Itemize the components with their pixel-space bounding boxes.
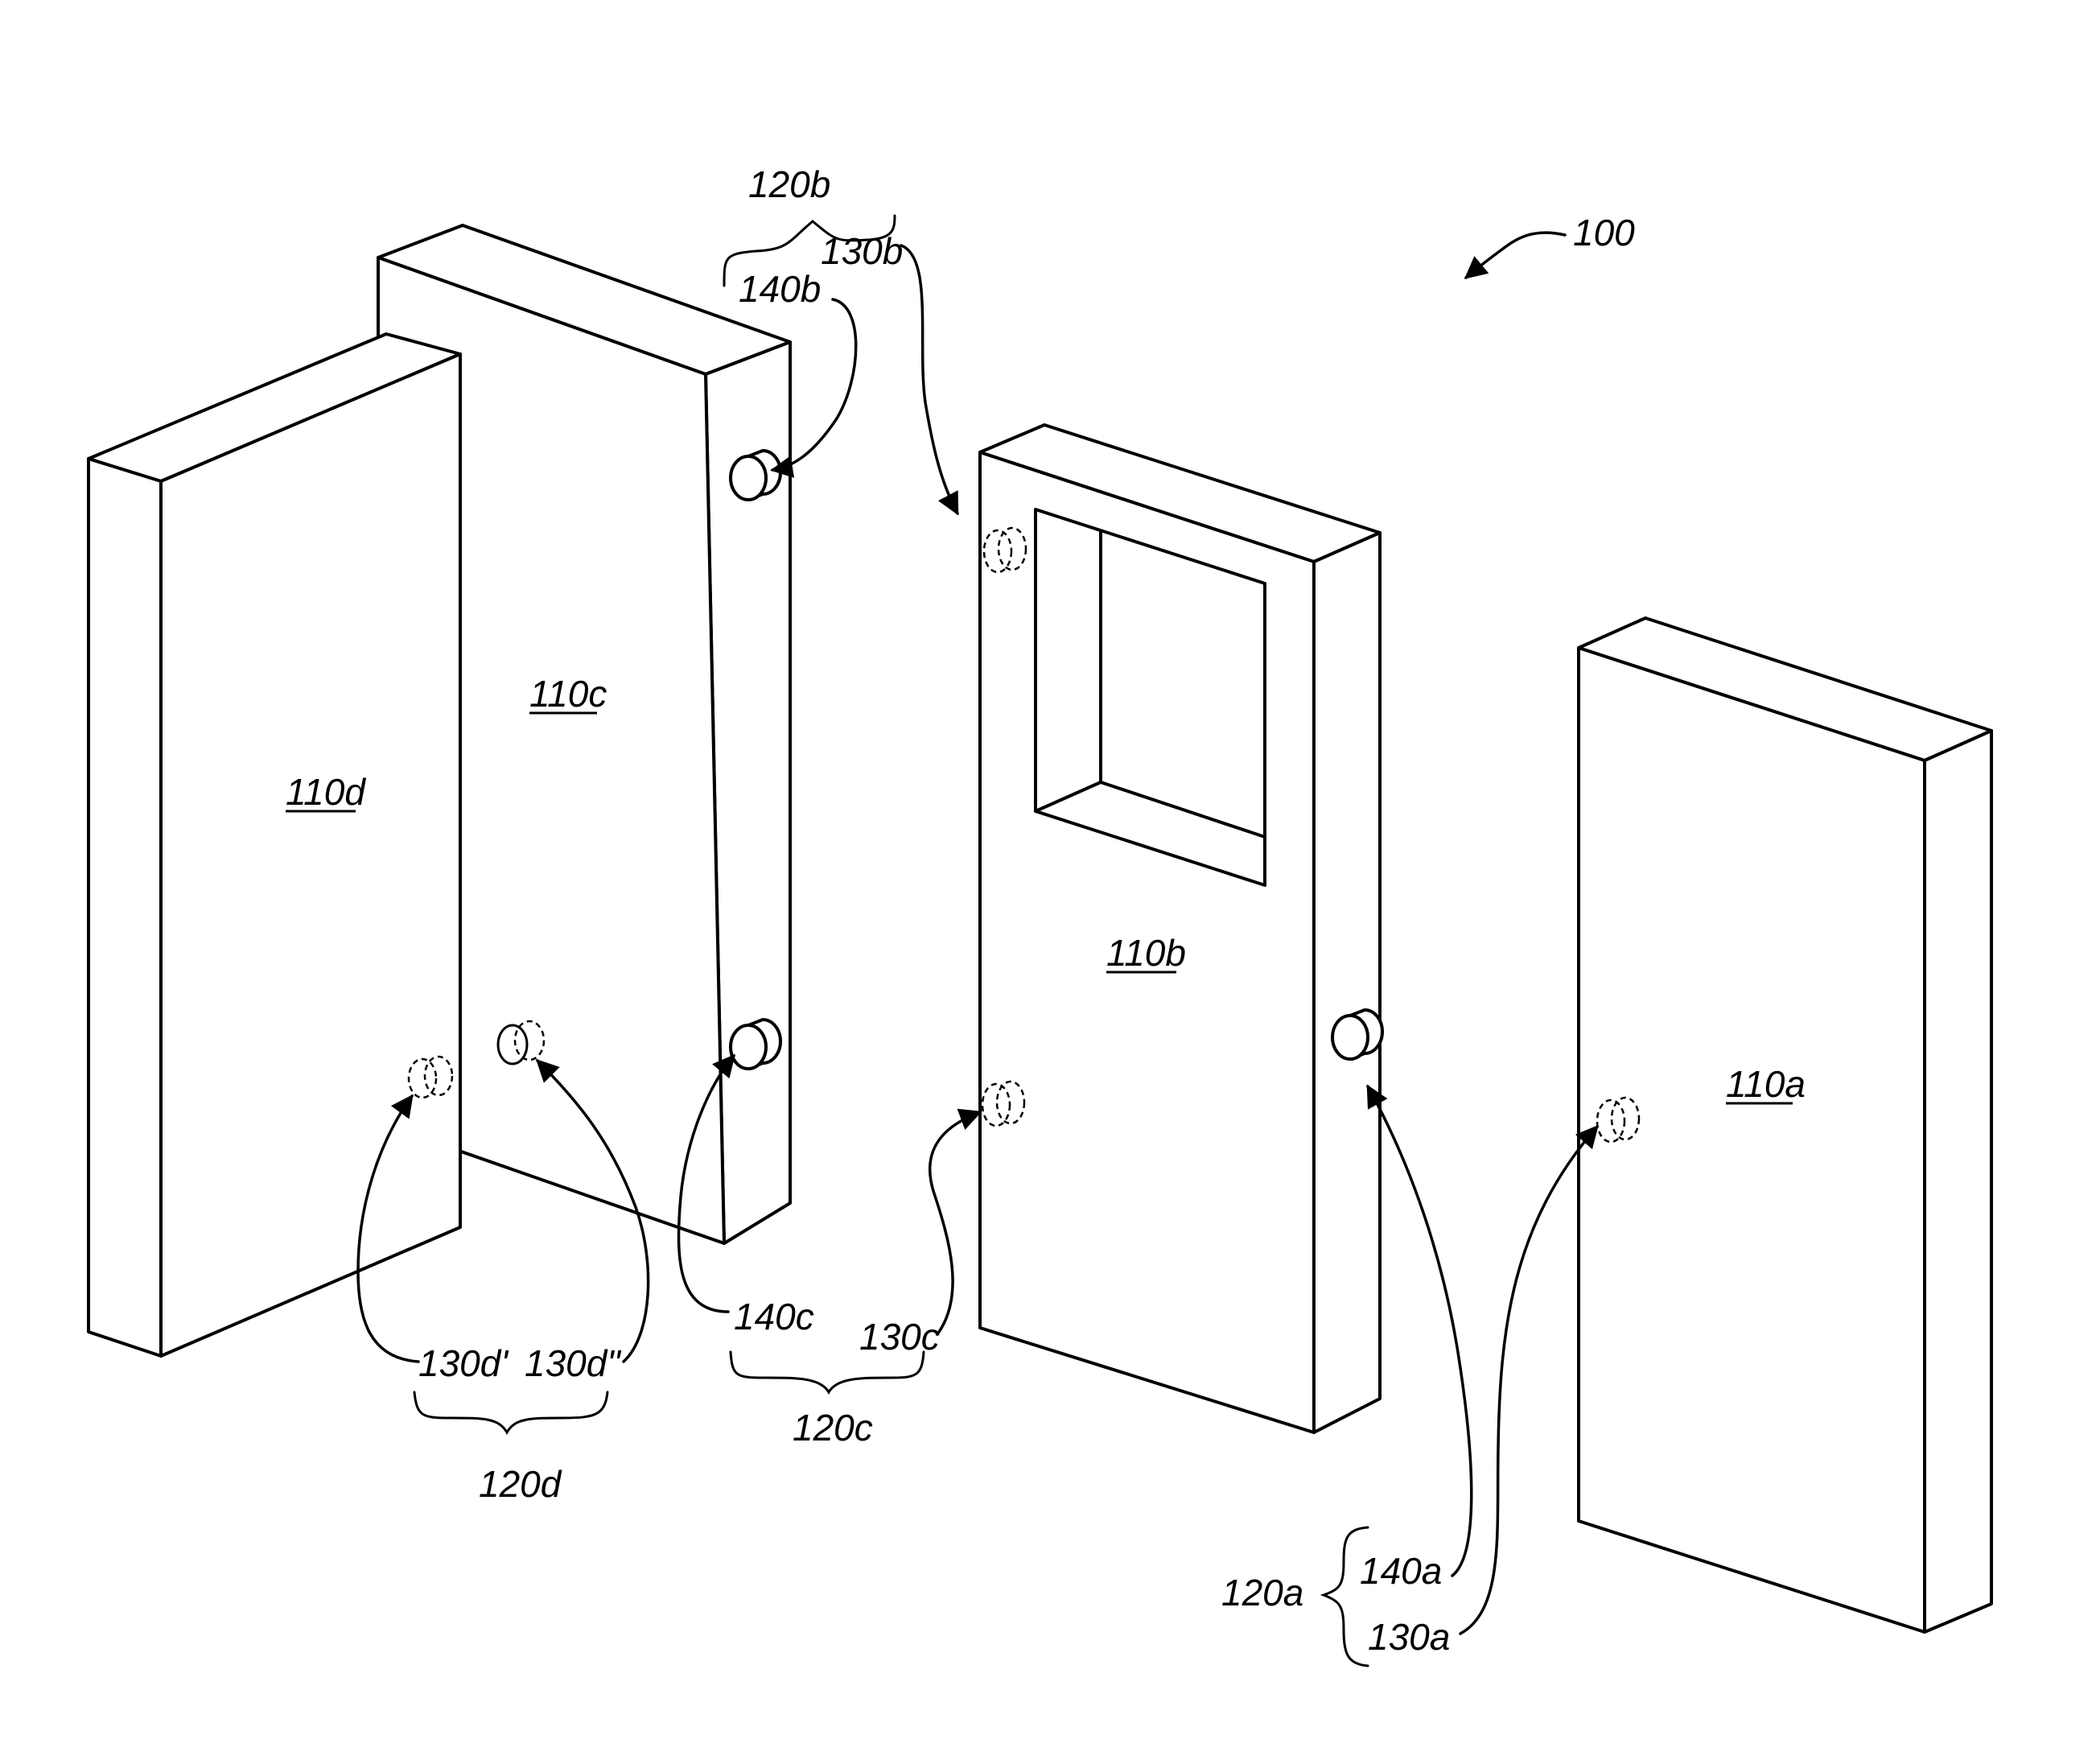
panel-110b <box>980 425 1382 1432</box>
panel-110d <box>89 334 460 1356</box>
label-130c: 130c <box>859 1316 940 1358</box>
label-130a: 130a <box>1368 1616 1450 1658</box>
label-100: 100 <box>1573 212 1635 253</box>
label-120a: 120a <box>1221 1572 1303 1614</box>
label-130d1: 130d' <box>418 1342 509 1384</box>
label-130b: 130b <box>821 230 903 272</box>
label-140c: 140c <box>734 1296 814 1337</box>
panel-110a <box>1579 618 1991 1632</box>
label-120d: 120d <box>479 1463 562 1505</box>
label-140b: 140b <box>739 268 821 310</box>
label-130d2: 130d" <box>525 1342 622 1384</box>
label-120c: 120c <box>793 1407 873 1449</box>
label-110b: 110b <box>1106 932 1186 974</box>
label-140a: 140a <box>1360 1550 1442 1592</box>
label-110a: 110a <box>1726 1063 1806 1105</box>
label-120b: 120b <box>748 163 830 205</box>
label-110c: 110c <box>529 673 607 715</box>
label-110d: 110d <box>286 771 366 813</box>
